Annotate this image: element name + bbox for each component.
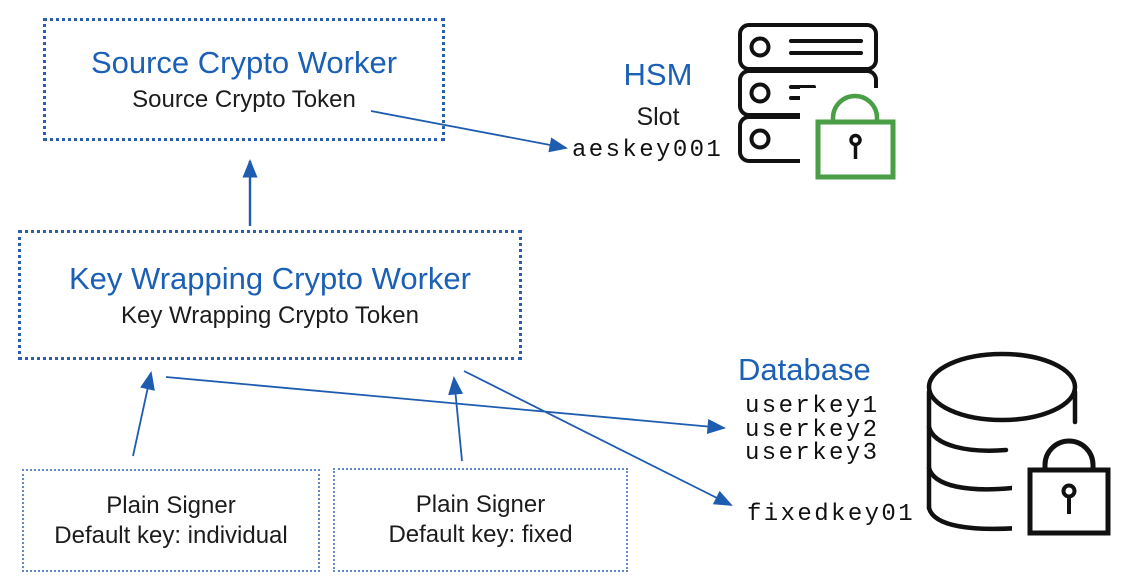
user-key-3: userkey3 bbox=[745, 440, 880, 468]
plain-signer-individual-box: Plain Signer Default key: individual bbox=[22, 469, 320, 572]
hsm-key-name: aeskey001 bbox=[572, 137, 724, 164]
hsm-slot-label: Slot bbox=[636, 103, 680, 131]
arrow-kwworker-to-userkeys bbox=[165, 376, 726, 434]
plain-signer-individual-title: Plain Signer bbox=[106, 491, 236, 519]
source-crypto-token-label: Source Crypto Token bbox=[132, 86, 356, 113]
padlock-green-icon bbox=[800, 88, 900, 183]
database-user-keys: userkey1 userkey2 userkey3 bbox=[745, 395, 879, 466]
plain-signer-individual-default-key: Default key: individual bbox=[54, 521, 288, 549]
plain-signer-fixed-box: Plain Signer Default key: fixed bbox=[333, 468, 628, 572]
key-wrapping-worker-title: Key Wrapping Crypto Worker bbox=[68, 260, 471, 296]
plain-signer-fixed-title: Plain Signer bbox=[415, 491, 546, 518]
arrow-plainsigner-individual-to-kwworker bbox=[132, 371, 155, 457]
database-cylinder-icon bbox=[926, 351, 1078, 532]
key-wrapping-crypto-worker-box: Key Wrapping Crypto Worker Key Wrapping … bbox=[18, 230, 522, 360]
key-wrapping-token-label: Key Wrapping Crypto Token bbox=[121, 301, 419, 329]
database-label: Database bbox=[738, 352, 871, 387]
arrow-plainsigner-fixed-to-kwworker bbox=[448, 376, 464, 462]
user-key-2: userkey2 bbox=[745, 416, 880, 444]
user-key-1: userkey1 bbox=[745, 393, 880, 420]
plain-signer-fixed-default-key: Default key: fixed bbox=[388, 521, 573, 548]
source-worker-title: Source Crypto Worker bbox=[90, 45, 398, 80]
source-crypto-worker-box: Source Crypto Worker Source Crypto Token bbox=[43, 18, 445, 141]
hsm-label: HSM bbox=[623, 57, 693, 92]
padlock-black-icon bbox=[1012, 428, 1118, 543]
database-fixed-key: fixedkey01 bbox=[747, 501, 916, 528]
